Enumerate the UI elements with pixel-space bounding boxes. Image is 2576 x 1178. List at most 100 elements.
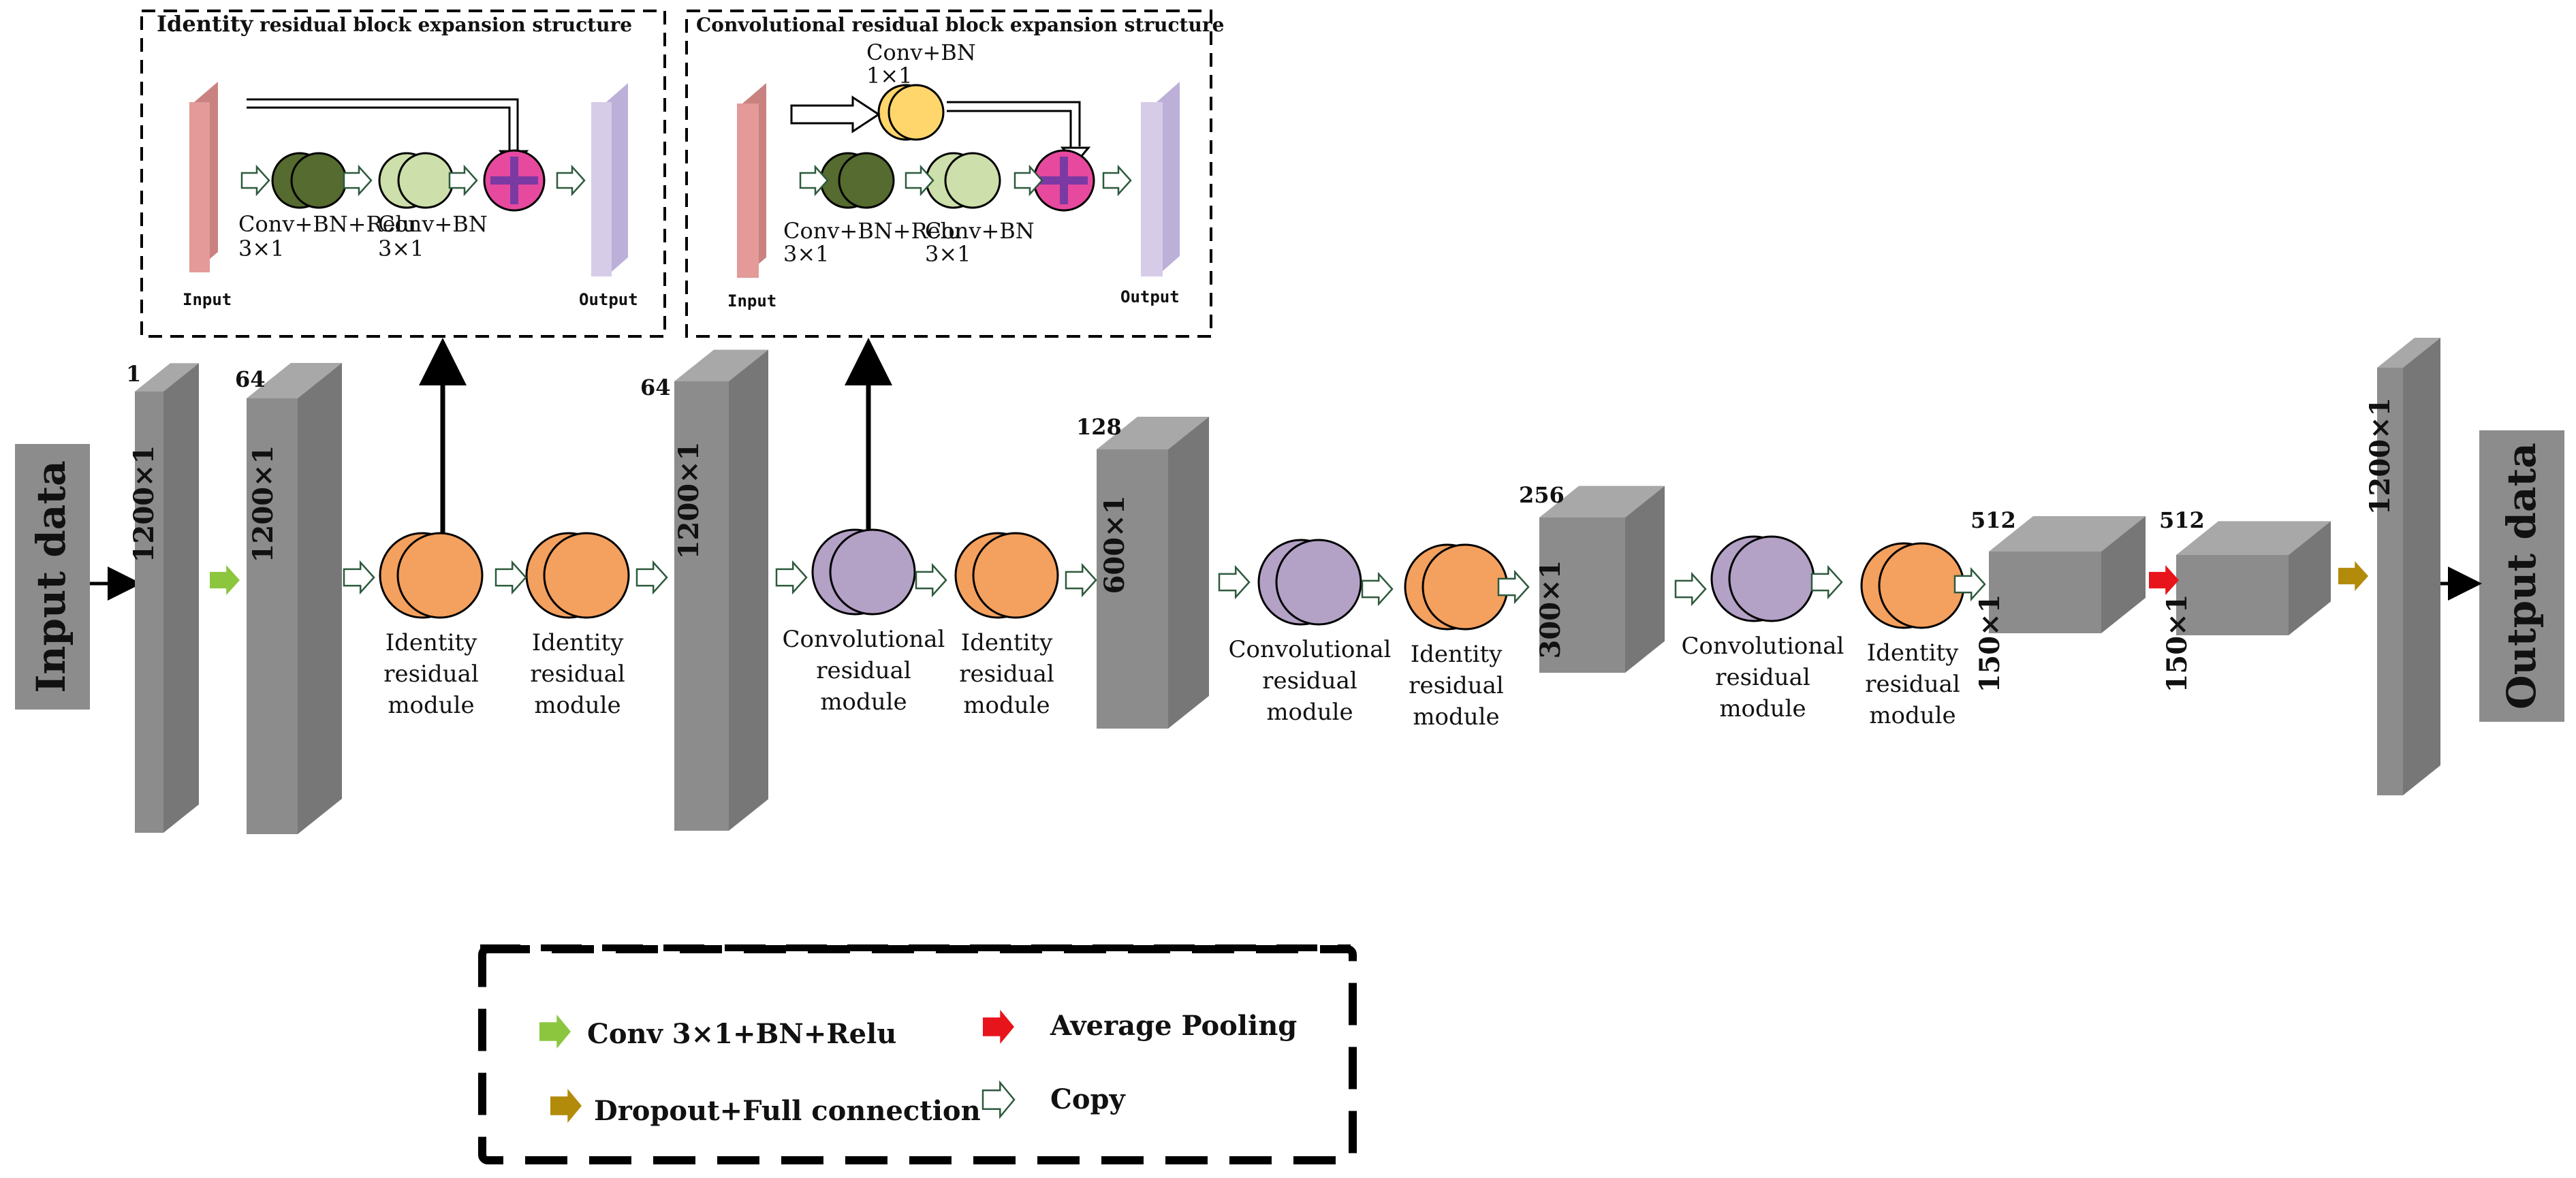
identity-conv2-label: Conv+BN	[378, 211, 488, 237]
copy-arrow	[1361, 571, 1394, 607]
panel-copy-arrow	[1102, 164, 1132, 197]
conv-shortcut-line-inner	[947, 110, 1072, 148]
module-label-line: Convolutional	[1229, 636, 1392, 663]
legend-copy-label: Copy	[1050, 1083, 1126, 1115]
panel-copy-arrow	[799, 164, 829, 197]
legend-conv-label: Conv 3×1+BN+Relu	[587, 1018, 896, 1050]
module-label-line: residual	[383, 660, 479, 688]
block-size-label: 1200×1	[128, 445, 160, 563]
block-side-face	[2101, 516, 2146, 633]
output-box-rect	[2479, 430, 2564, 722]
conv-conv2-kernel: 3×1	[925, 241, 971, 267]
block-size-label: 150×1	[1974, 594, 2006, 693]
module-label-line: module	[1719, 695, 1806, 722]
module-label-line: Convolutional	[1682, 633, 1844, 660]
copy-arrow	[1810, 564, 1843, 600]
copy-arrow	[494, 560, 527, 595]
conv-input-label: Input	[727, 291, 776, 311]
block-channels-label: 512	[1970, 507, 2016, 533]
block-top-face	[1097, 417, 1209, 449]
block-top-face	[2377, 338, 2440, 368]
block-front-face	[1097, 449, 1168, 729]
legend-border	[478, 945, 1357, 1164]
module-circle-front	[396, 532, 484, 619]
module-circle-front	[1878, 542, 1965, 629]
module-label-line: residual	[959, 660, 1054, 688]
module-circle-front	[1728, 535, 1815, 622]
identity-conv2-kernel: 3×1	[378, 236, 424, 261]
copy-arrow	[1497, 569, 1530, 605]
conv-shortcut-line	[947, 101, 1081, 146]
legend-pooling-label: Average Pooling	[1050, 1010, 1297, 1042]
module-label-line: residual	[1865, 671, 1960, 698]
identity-panel-border	[140, 10, 666, 338]
panel-copy-arrow	[448, 164, 478, 197]
module-circle-front	[1275, 539, 1362, 626]
block-top-face	[247, 363, 342, 398]
block-front-face	[674, 381, 729, 831]
identity-conv1-kernel: 3×1	[238, 236, 285, 261]
block-channels-label: 64	[640, 375, 671, 400]
panel-copy-arrow	[343, 164, 373, 197]
copy-arrow	[635, 560, 668, 595]
block-size-label: 1200×1	[673, 442, 705, 560]
block-top-face	[674, 349, 768, 381]
copy-arrow	[1953, 567, 1986, 602]
legend-copy-icon	[981, 1080, 1016, 1119]
input-data-box: Input data	[15, 444, 90, 710]
legend-dropout-icon	[550, 1089, 582, 1123]
block-front-face	[1539, 518, 1625, 673]
block-channels-label: 256	[1519, 482, 1565, 508]
block-side-face	[729, 349, 768, 831]
identity-output-slab	[591, 83, 628, 276]
block-channels-label: 64	[235, 366, 266, 392]
conv-conv2-label: Conv+BN	[925, 218, 1035, 244]
module-label-line: module	[820, 688, 907, 716]
block-channels-label: 512	[2159, 507, 2205, 533]
module-label-line: Identity	[961, 629, 1053, 656]
conv-bn-relu-arrow	[210, 565, 240, 595]
identity-add-node	[483, 149, 546, 212]
block-front-face	[2176, 555, 2289, 635]
module-circle-front	[1421, 543, 1509, 631]
block-size-label: 1200×1	[247, 445, 279, 563]
identity-conv1-label: Conv+BN+Relu	[238, 211, 416, 237]
module-label-line: module	[1413, 703, 1499, 731]
copy-arrow	[1065, 562, 1097, 598]
module-label-line: Convolutional	[783, 626, 945, 653]
feature-block: 64 1200×1	[640, 349, 768, 831]
identity-panel-title: Identity residual block expansion struct…	[157, 11, 632, 37]
copy-arrow	[343, 560, 375, 595]
panel-copy-arrow	[905, 164, 934, 197]
conv-expansion-panel: Convolutional residual block expansion s…	[685, 10, 1224, 338]
feature-block: 512 150×1	[1970, 507, 2146, 693]
legend-conv-icon	[539, 1015, 571, 1049]
block-front-face	[1989, 552, 2101, 633]
feature-block: 1200×1	[2364, 338, 2440, 795]
input-data-label: Input data	[28, 460, 74, 693]
block-side-face	[1625, 485, 1665, 673]
module-label-line: module	[534, 692, 621, 719]
identity-input-slab	[189, 82, 218, 272]
conv-conv1-label: Conv+BN+Relu	[783, 218, 961, 244]
module-label-line: residual	[1409, 672, 1504, 699]
legend: Conv 3×1+BN+Relu Dropout+Full connection…	[478, 944, 1357, 1164]
block-size-label: 150×1	[2161, 594, 2193, 693]
module-circle-front	[543, 532, 630, 619]
conv-shortcut-in-arrow	[790, 95, 881, 133]
copy-arrow	[775, 560, 808, 595]
panel-copy-arrow	[556, 164, 586, 197]
block-top-face	[2176, 521, 2331, 555]
identity-shortcut-line-inner	[247, 106, 511, 151]
feature-block: 512 150×1	[2159, 507, 2331, 693]
block-side-face	[1168, 417, 1209, 729]
conv-shortcut-label: Conv+BN	[866, 39, 976, 65]
conv-panel-title: Convolutional residual block expansion s…	[696, 14, 1224, 36]
identity-conv-relu-node	[271, 152, 347, 209]
